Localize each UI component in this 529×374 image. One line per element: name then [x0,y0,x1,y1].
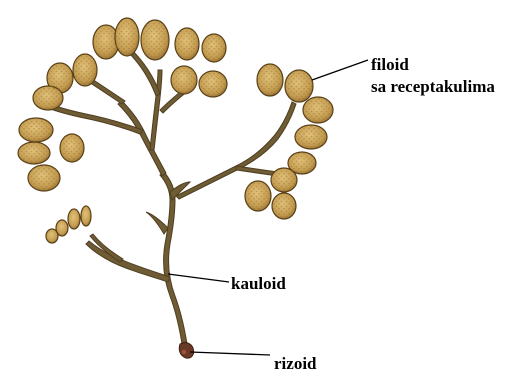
leader-lines [168,60,368,355]
filoid-leader-line [312,60,368,80]
receptacle [68,209,80,229]
rizoid-leader-line [190,352,270,355]
kauloid-label: kauloid [231,274,286,294]
filoid-receptacle-label: sa receptakulima [371,77,495,97]
receptacle [81,206,91,226]
right-branch-lower [236,166,278,176]
lower-left-branch [86,241,170,282]
rizoid-label: rizoid [274,354,317,374]
receptacle [46,229,58,243]
rizoid-holdfast [179,343,193,359]
stem-leaflet [146,212,168,234]
filoid-label: filoid [371,55,409,75]
kauloid-leader-line [168,274,229,282]
